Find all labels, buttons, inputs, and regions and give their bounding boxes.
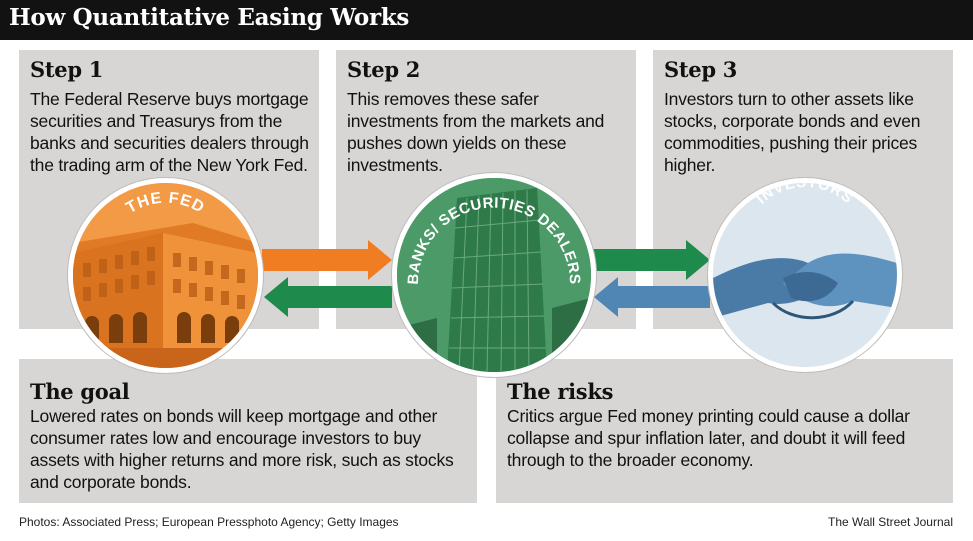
handshake-image: INVESTORS [713,183,897,367]
title-bar: How Quantitative Easing Works [0,0,973,40]
fed-building-photo: THE FED [68,178,263,373]
photo-credits: Photos: Associated Press; European Press… [19,515,399,529]
goal-heading: The goal [30,379,130,404]
page-title: How Quantitative Easing Works [9,4,410,31]
handshake-photo: INVESTORS [708,178,902,372]
fed-building-image: THE FED [73,183,258,368]
orange-right-arrow [262,240,392,280]
source-credit: The Wall Street Journal [828,515,953,529]
banks-to-investors-arrows [592,240,710,317]
step-3-heading: Step 3 [664,57,738,82]
risks-text: Critics argue Fed money printing could c… [507,406,910,470]
banks-building-photo: BANKS/ SECURITIES DEALERS [392,173,596,377]
blue-left-arrow [594,277,710,317]
risks-panel: The risks Critics argue Fed money printi… [496,359,953,503]
risks-heading: The risks [507,379,614,404]
green-left-arrow [264,277,392,317]
step-2-text: This removes these safer investments fro… [347,89,605,175]
banks-building-image: BANKS/ SECURITIES DEALERS [397,178,591,372]
step-1-text: The Federal Reserve buys mortgage securi… [30,89,309,175]
step-1-heading: Step 1 [30,57,104,82]
step-3-text: Investors turn to other assets like stoc… [664,89,921,175]
green-right-arrow [592,240,710,280]
goal-panel: The goal Lowered rates on bonds will kee… [19,359,477,503]
step-2-heading: Step 2 [347,57,421,82]
goal-text: Lowered rates on bonds will keep mortgag… [30,406,454,492]
fed-to-banks-arrows [262,240,392,317]
